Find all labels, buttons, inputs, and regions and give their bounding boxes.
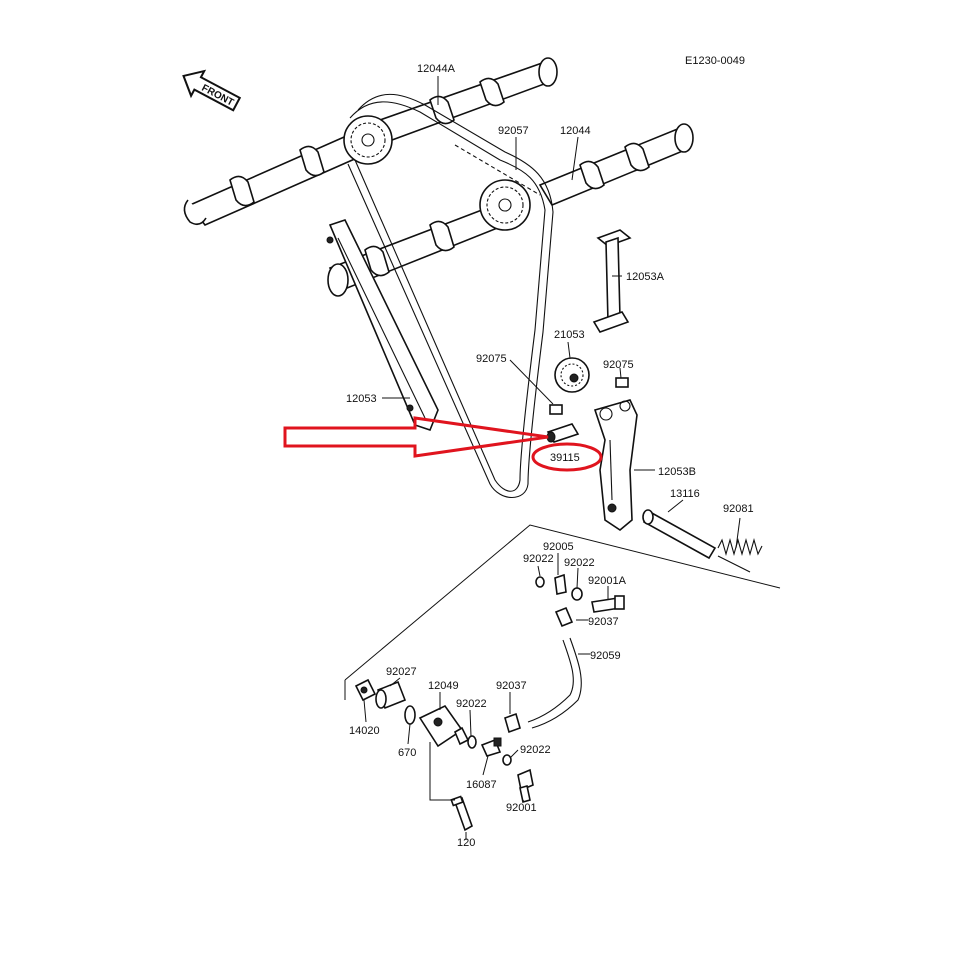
highlight-circle	[531, 442, 603, 472]
leader-lines	[363, 76, 741, 840]
bolt-120	[450, 795, 473, 832]
washer-92022-c	[467, 735, 477, 749]
banjo-92037-b	[504, 712, 521, 734]
washer-92022-a	[535, 576, 545, 588]
camshaft-front-12044	[327, 123, 694, 297]
label-120: 120	[457, 837, 475, 849]
label-16087: 16087	[466, 779, 497, 791]
banjo-92037-a	[554, 606, 574, 628]
damper-92075-right	[615, 377, 629, 388]
label-92001A: 92001A	[588, 575, 627, 587]
label-670: 670	[398, 747, 416, 759]
label-92005: 92005	[543, 541, 574, 553]
label-13116: 13116	[670, 488, 700, 500]
oil-pipe-92059	[527, 637, 582, 729]
chain-guide-12053A	[592, 229, 632, 333]
part-labels: 12044A 92057 12044 12053A 21053 92075 92…	[346, 63, 754, 849]
label-92059: 92059	[590, 650, 621, 662]
oring-670	[404, 705, 416, 725]
label-14020: 14020	[349, 725, 380, 737]
label-12053B: 12053B	[658, 466, 696, 478]
highlight-arrow	[283, 416, 549, 458]
label-12044A: 12044A	[417, 63, 456, 75]
damper-92075-left	[549, 404, 563, 415]
label-21053: 21053	[554, 329, 585, 341]
label-12049: 12049	[428, 680, 459, 692]
sleeve-92027	[375, 680, 407, 710]
front-arrow-icon: FRONT	[182, 69, 242, 112]
label-92057: 92057	[498, 125, 529, 137]
label-12053A: 12053A	[626, 271, 665, 283]
tensioner-guide-12053B	[593, 399, 638, 531]
label-92037-a: 92037	[588, 616, 619, 628]
camshaft-rear-12044A	[183, 57, 558, 226]
cam-chain-92057	[347, 93, 554, 498]
label-92022-b: 92022	[564, 557, 595, 569]
label-92022-c: 92022	[456, 698, 487, 710]
label-92022-d: 92022	[520, 744, 551, 756]
label-39115: 39115	[550, 452, 580, 464]
cap-14020	[354, 678, 377, 702]
label-92037-b: 92037	[496, 680, 527, 692]
detail-bracket	[344, 524, 781, 700]
diagram-code: E1230-0049	[685, 55, 745, 67]
bolt-92005	[554, 573, 567, 595]
sprocket-upper	[343, 115, 393, 165]
label-12044: 12044	[560, 125, 591, 137]
spring-92081	[717, 537, 763, 573]
idler-sprocket-21053	[554, 357, 590, 393]
shaft-13116	[642, 509, 717, 560]
label-12053: 12053	[346, 393, 377, 405]
fitting-16087	[480, 737, 502, 757]
sprocket-lower	[479, 179, 531, 231]
tensioner-body-12049	[418, 704, 470, 748]
label-92022-a: 92022	[523, 553, 554, 565]
label-92001: 92001	[506, 802, 537, 814]
washer-92022-b	[571, 587, 583, 601]
label-92075-left: 92075	[476, 353, 507, 365]
pin-39115	[546, 423, 580, 443]
washer-92022-d	[502, 754, 512, 766]
label-92081: 92081	[723, 503, 754, 515]
label-92027: 92027	[386, 666, 417, 678]
label-92075-right: 92075	[603, 359, 634, 371]
bolt-92001	[517, 768, 534, 804]
bolt-92001A	[591, 595, 625, 613]
